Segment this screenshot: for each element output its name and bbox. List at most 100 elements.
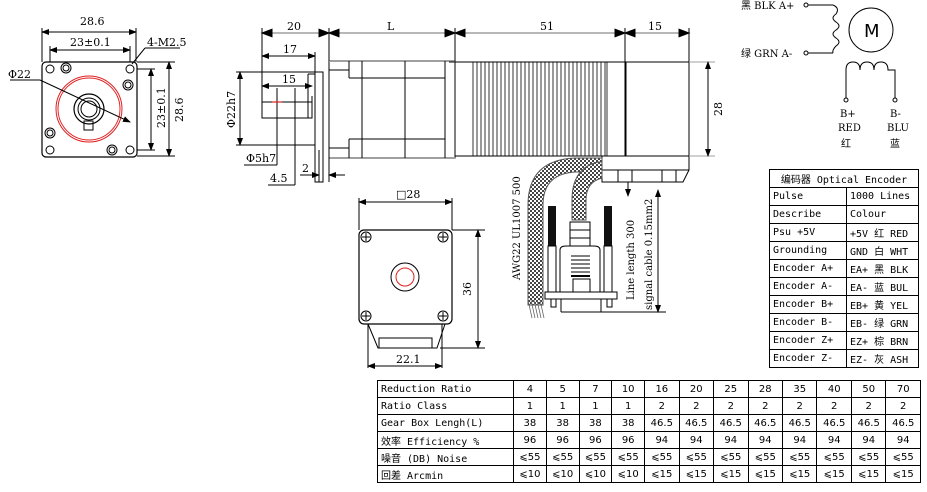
encoder-value: EA+ 黑 BLK xyxy=(846,259,919,278)
table-row: 噪音 (DB) Noise⩽55⩽55⩽55⩽55⩽55⩽55⩽55⩽55⩽55… xyxy=(377,448,921,466)
table-cell: ⩽55 xyxy=(885,448,921,466)
dim-circle-diameter: Φ22 xyxy=(8,68,31,81)
table-cell: 38 xyxy=(611,414,646,432)
wire-b-plus-cn: 红 xyxy=(841,137,851,150)
table-cell: ⩽55 xyxy=(644,448,680,466)
wire-a-plus-label: 黑 BLK A+ xyxy=(741,0,794,12)
table-cell: ⩽55 xyxy=(850,448,887,466)
table-cell: 46.5 xyxy=(816,414,852,432)
table-cell: 94 xyxy=(747,431,784,449)
encoder-value: 1000 Lines xyxy=(846,187,919,206)
dim-width-22-1: 22.1 xyxy=(396,353,421,366)
row-label: 回差 Arcmin xyxy=(377,465,514,483)
table-cell: 1 xyxy=(578,397,613,415)
cable-assembly xyxy=(527,157,666,319)
table-cell: ⩽55 xyxy=(781,448,818,466)
table-cell: 46.5 xyxy=(885,414,921,432)
encoder-value: EZ- 灰 ASH xyxy=(846,349,919,368)
table-row: 回差 Arcmin⩽10⩽10⩽10⩽10⩽15⩽15⩽15⩽15⩽15⩽15⩽… xyxy=(377,465,921,483)
table-cell: 1 xyxy=(513,397,547,415)
table-cell: 46.5 xyxy=(747,414,784,432)
table-cell: 70 xyxy=(885,380,921,398)
table-cell: ⩽10 xyxy=(545,465,580,483)
encoder-value: EZ+ 棕 BRN xyxy=(846,331,919,350)
encoder-param: Encoder B- xyxy=(769,313,847,332)
row-label: Ratio Class xyxy=(377,397,514,415)
encoder-param: Encoder A+ xyxy=(769,259,847,278)
row-label: Gear Box Lengh(L) xyxy=(377,414,514,432)
table-cell: 96 xyxy=(513,431,547,449)
table-cell: 94 xyxy=(816,431,852,449)
wire-a-minus-label: 绿 GRN A- xyxy=(741,47,792,60)
dim-front-width: 28.6 xyxy=(80,15,105,28)
wire-b-plus-color: RED xyxy=(838,123,861,134)
dim-dia-22h7: Φ22h7 xyxy=(225,91,238,128)
table-cell: 1 xyxy=(545,397,580,415)
table-cell: 96 xyxy=(545,431,580,449)
dim-height-28: 28 xyxy=(712,102,725,116)
table-cell: 2 xyxy=(747,397,784,415)
awg-cable-label: AWG22 UL1007 500 xyxy=(512,176,523,281)
dim-51: 51 xyxy=(540,20,554,33)
table-cell: ⩽15 xyxy=(678,465,715,483)
table-cell: 2 xyxy=(850,397,887,415)
encoder-param: Encoder B+ xyxy=(769,295,847,314)
table-cell: 38 xyxy=(545,414,580,432)
table-cell: 5 xyxy=(545,380,580,398)
table-cell: 94 xyxy=(644,431,680,449)
table-cell: 46.5 xyxy=(850,414,887,432)
dim-17: 17 xyxy=(283,43,297,56)
table-cell: 96 xyxy=(611,431,646,449)
wire-b-minus-label: B- xyxy=(890,109,901,120)
encoder-param: Encoder Z- xyxy=(769,349,847,368)
dim-height-36: 36 xyxy=(461,282,474,296)
table-cell: 35 xyxy=(781,380,818,398)
table-cell: ⩽55 xyxy=(713,448,749,466)
table-cell: ⩽55 xyxy=(578,448,613,466)
front-view xyxy=(10,28,180,158)
table-cell: 96 xyxy=(578,431,613,449)
motor-symbol: M xyxy=(864,21,880,42)
table-cell: ⩽55 xyxy=(747,448,784,466)
table-cell: 46.5 xyxy=(678,414,715,432)
table-cell: 2 xyxy=(816,397,852,415)
table-cell: ⩽10 xyxy=(578,465,613,483)
table-cell: 2 xyxy=(678,397,715,415)
dim-dia-5h7: Φ5h7 xyxy=(246,152,276,165)
dim-square-28: □28 xyxy=(396,188,420,201)
table-cell: 28 xyxy=(747,380,784,398)
encoder-param: Encoder A- xyxy=(769,277,847,296)
back-view xyxy=(358,198,485,369)
table-cell: 46.5 xyxy=(781,414,818,432)
table-cell: 94 xyxy=(678,431,715,449)
table-row: Psu +5V+5V 红 RED xyxy=(769,223,919,242)
dim-front-height: 28.6 xyxy=(173,98,186,123)
table-cell: 40 xyxy=(816,380,852,398)
dim-front-height-spacing: 23±0.1 xyxy=(155,87,168,128)
table-cell: 16 xyxy=(644,380,680,398)
table-cell: ⩽55 xyxy=(513,448,547,466)
encoder-param: Grounding xyxy=(769,241,847,260)
encoder-param: Psu +5V xyxy=(769,223,847,242)
dim-front-hole-spacing: 23±0.1 xyxy=(70,36,111,49)
table-cell: ⩽55 xyxy=(611,448,646,466)
encoder-param: Encoder Z+ xyxy=(769,331,847,350)
table-cell: 94 xyxy=(885,431,921,449)
table-row: Encoder Z-EZ- 灰 ASH xyxy=(769,349,919,368)
dim-L: L xyxy=(387,20,395,33)
signal-cable-label: signal cable 0.15mm2 xyxy=(644,199,655,310)
dim-4-5: 4.5 xyxy=(270,172,288,185)
encoder-param: Describe xyxy=(769,205,847,224)
encoder-value: EB- 绿 GRN xyxy=(846,313,919,332)
table-cell: 4 xyxy=(513,380,547,398)
table-cell: 1 xyxy=(611,397,646,415)
table-cell: 94 xyxy=(781,431,818,449)
encoder-param: Pulse xyxy=(769,187,847,206)
table-cell: 94 xyxy=(713,431,749,449)
